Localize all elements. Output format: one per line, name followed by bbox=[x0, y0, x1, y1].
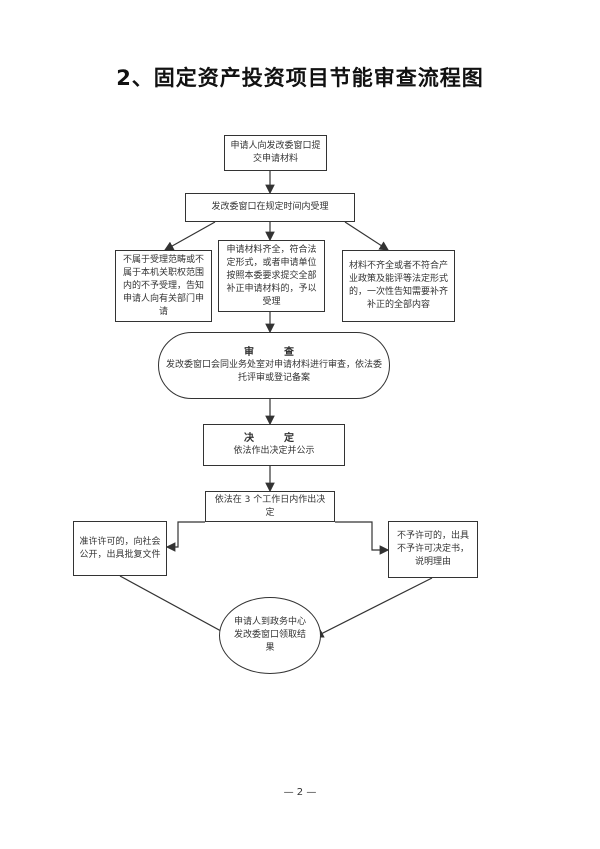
middle-case-box: 申请材料齐全，符合法定形式，或者申请单位按照本委要求提交全部补正申请材料的，予以… bbox=[218, 240, 325, 312]
right-case-text: 材料不齐全或者不符合产业政策及能评等法定形式的，一次性告知需要补齐补正的全部内容 bbox=[348, 261, 448, 310]
submit-box: 申请人向发改委窗口提交申请材料 bbox=[224, 135, 327, 171]
left-case-box: 不属于受理范畴或不属于本机关职权范围内的不予受理，告知申请人向有关部门申请 bbox=[115, 250, 212, 322]
arrow-approve-collect bbox=[119, 575, 234, 638]
review-title: 审 查 bbox=[244, 347, 304, 358]
arrow-deadline-approve bbox=[165, 521, 205, 552]
left-case-text: 不属于受理范畴或不属于本机关职权范围内的不予受理，告知申请人向有关部门申请 bbox=[122, 254, 204, 317]
decision-box: 决 定 依法作出决定并公示 bbox=[203, 424, 345, 466]
review-box: 审 查 发改委窗口会同业务处室对申请材料进行审查，依法委托评审或登记备案 bbox=[158, 332, 390, 399]
collect-ellipse: 申请人到政务中心发改委窗口领取结果 bbox=[219, 597, 321, 674]
right-case-box: 材料不齐全或者不符合产业政策及能评等法定形式的，一次性告知需要补齐补正的全部内容 bbox=[342, 250, 455, 322]
approve-box: 准许许可的，向社会公开，出具批复文件 bbox=[73, 521, 167, 576]
decision-text: 依法作出决定并公示 bbox=[233, 446, 315, 456]
arrow-accept-right bbox=[344, 221, 390, 251]
reject-box: 不予许可的，出具不予许可决定书，说明理由 bbox=[388, 521, 478, 578]
submit-text: 申请人向发改委窗口提交申请材料 bbox=[230, 141, 321, 164]
review-text: 发改委窗口会同业务处室对申请材料进行审查，依法委托评审或登记备案 bbox=[165, 360, 382, 383]
collect-text: 申请人到政务中心发改委窗口领取结果 bbox=[233, 617, 306, 653]
page-number: — 2 — bbox=[283, 787, 317, 798]
accept-text: 发改委窗口在规定时间内受理 bbox=[211, 202, 329, 212]
arrow-accept-left bbox=[163, 221, 216, 251]
reject-text: 不予许可的，出具不予许可决定书，说明理由 bbox=[396, 531, 469, 567]
arrow-reject-collect bbox=[313, 577, 433, 638]
approve-text: 准许许可的，向社会公开，出具批复文件 bbox=[79, 536, 161, 560]
deadline-box: 依法在 3 个工作日内作出决定 bbox=[205, 491, 335, 522]
middle-case-text: 申请材料齐全，符合法定形式，或者申请单位按照本委要求提交全部补正申请材料的，予以… bbox=[226, 244, 317, 307]
page-title: 2、固定资产投资项目节能审查流程图 bbox=[116, 66, 484, 90]
decision-title: 决 定 bbox=[244, 433, 304, 444]
arrow-deadline-reject bbox=[335, 521, 390, 555]
deadline-text: 依法在 3 个工作日内作出决定 bbox=[214, 494, 326, 518]
accept-box: 发改委窗口在规定时间内受理 bbox=[185, 193, 355, 222]
